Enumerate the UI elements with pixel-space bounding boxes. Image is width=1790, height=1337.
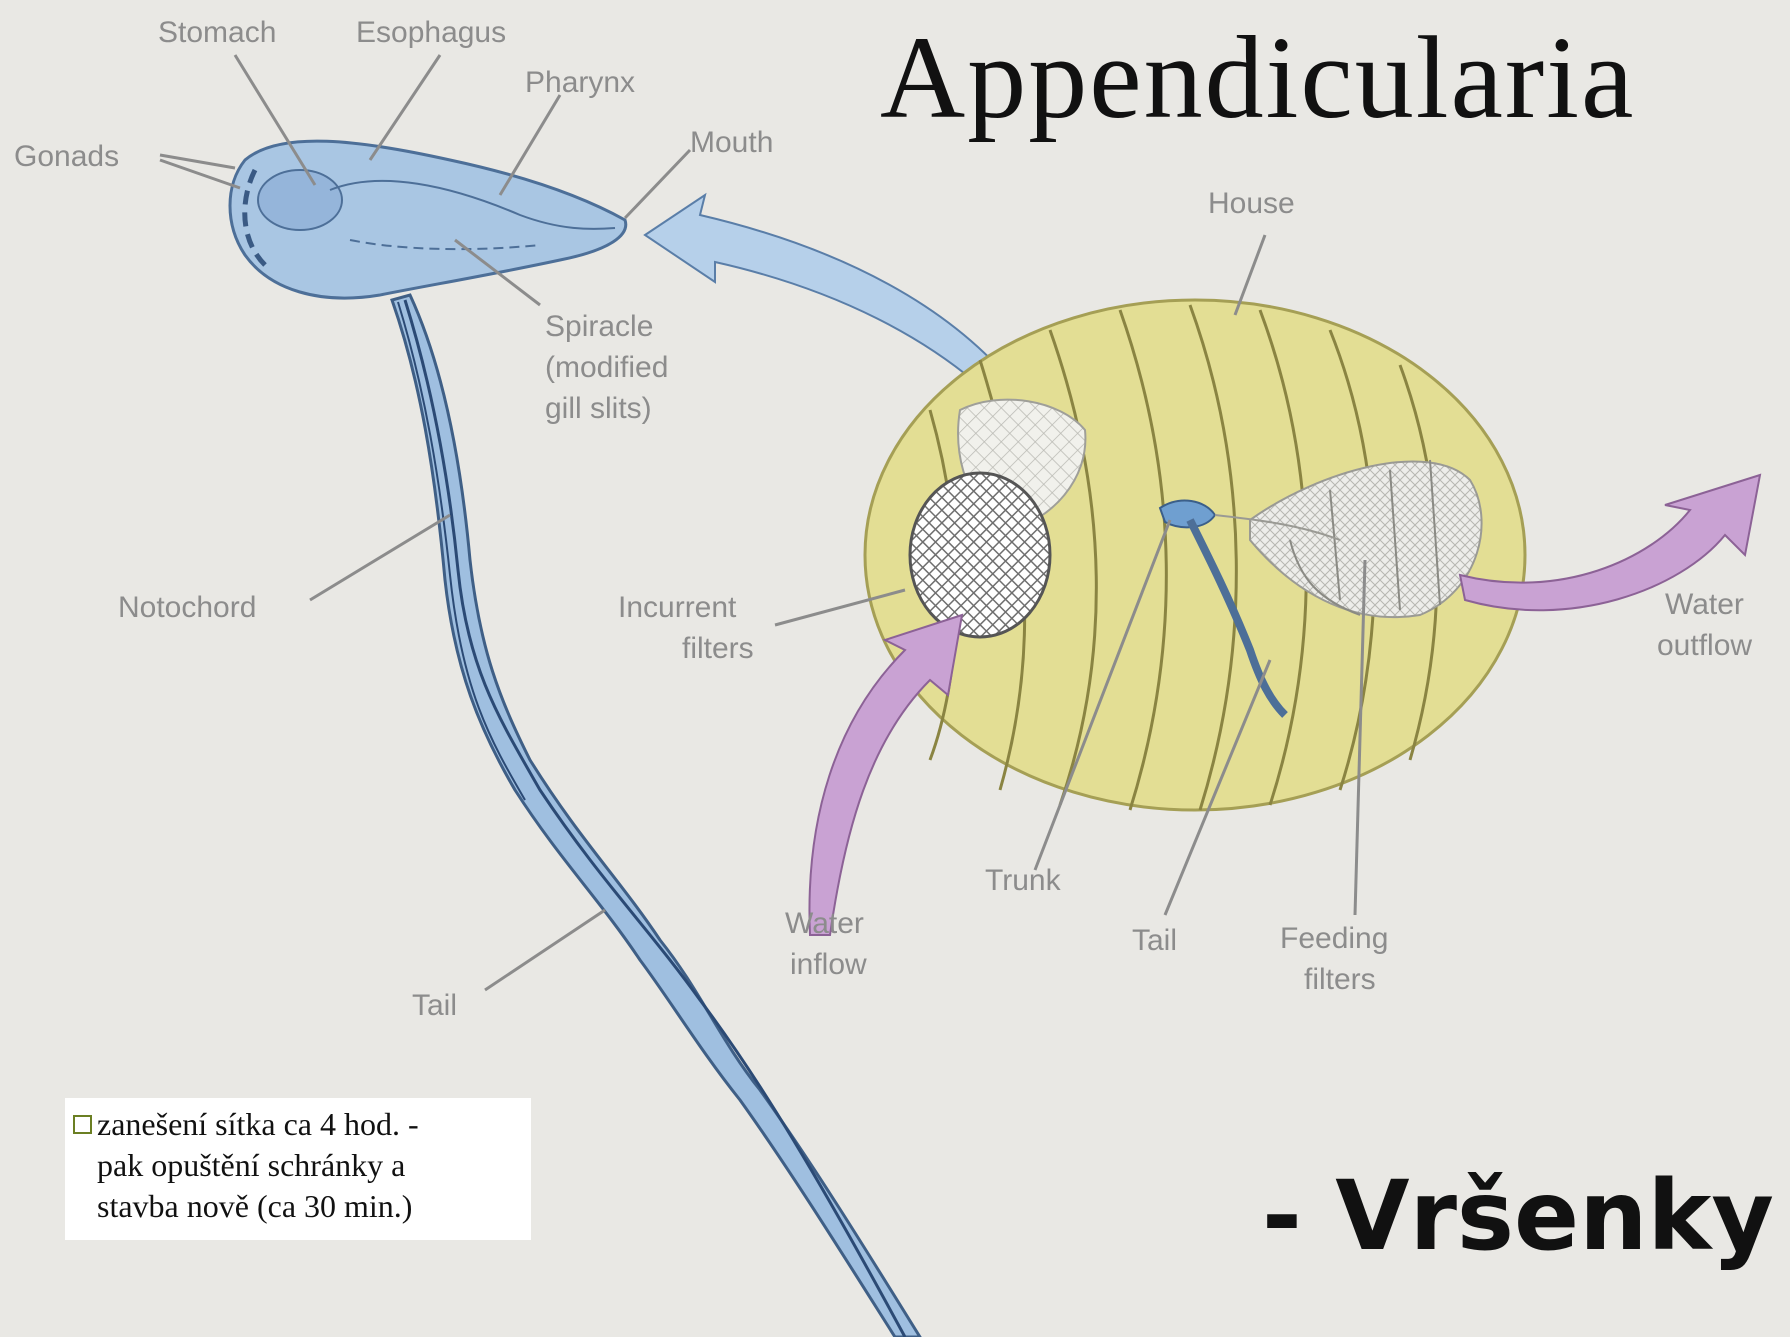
label-water-inflow-2: inflow xyxy=(790,948,867,981)
mucus-house xyxy=(865,300,1525,810)
label-stomach: Stomach xyxy=(158,16,276,49)
label-water-inflow: Water xyxy=(785,907,864,940)
note-line-2: pak opuštění schránky a xyxy=(73,1145,523,1186)
label-incurrent-filters: filters xyxy=(682,632,754,665)
label-spiracle-gill-slits: gill slits) xyxy=(545,392,652,425)
note-line-3: stavba nově (ca 30 min.) xyxy=(73,1186,523,1227)
label-tail-body: Tail xyxy=(412,989,457,1022)
label-house: House xyxy=(1208,187,1295,220)
label-mouth: Mouth xyxy=(690,126,773,159)
water-inflow-arrow xyxy=(809,615,962,935)
slide-subtitle: - Vršenky xyxy=(1262,1160,1774,1272)
note-box: zanešení sítka ca 4 hod. - pak opuštění … xyxy=(65,1098,531,1240)
label-gonads: Gonads xyxy=(14,140,119,173)
label-notochord: Notochord xyxy=(118,591,256,624)
label-feeding-filters: filters xyxy=(1304,963,1376,996)
label-water-outflow-2: outflow xyxy=(1657,629,1752,662)
note-text-1: zanešení sítka ca 4 hod. - xyxy=(97,1106,419,1142)
label-pharynx: Pharynx xyxy=(525,66,635,99)
label-water-outflow: Water xyxy=(1665,588,1744,621)
label-trunk: Trunk xyxy=(985,864,1062,897)
note-line-1: zanešení sítka ca 4 hod. - xyxy=(73,1104,523,1145)
label-esophagus: Esophagus xyxy=(356,16,506,49)
label-tail-house: Tail xyxy=(1132,924,1177,957)
label-spiracle: Spiracle xyxy=(545,310,653,343)
label-feeding: Feeding xyxy=(1280,922,1388,955)
label-incurrent: Incurrent xyxy=(618,591,737,624)
label-spiracle-modified: (modified xyxy=(545,351,668,384)
animal-trunk xyxy=(230,141,626,298)
bullet-square-icon xyxy=(73,1115,92,1134)
slide-title: Appendicularia xyxy=(880,10,1635,146)
